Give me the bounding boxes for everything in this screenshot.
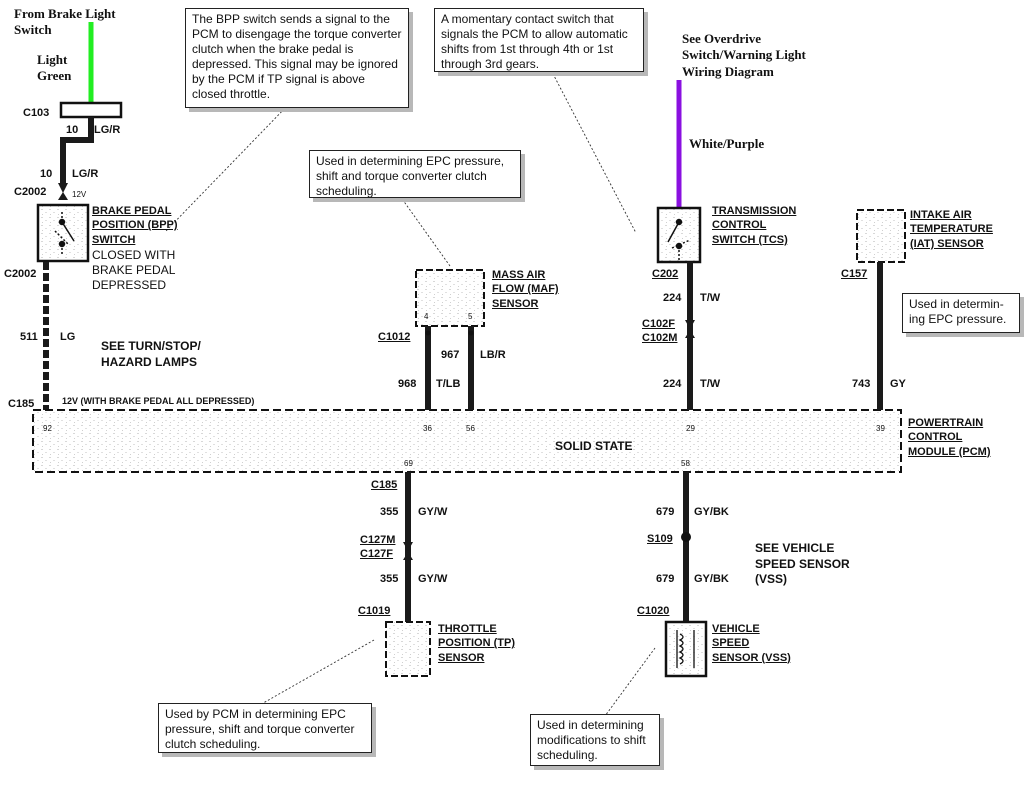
pcm-title: POWERTRAIN CONTROL MODULE (PCM): [908, 417, 991, 458]
connector-c1012: C1012: [378, 331, 411, 343]
voltage-12v: 12V: [72, 190, 87, 199]
maf-title: MASS AIR FLOW (MAF) SENSOR: [492, 269, 559, 310]
pin-56: 56: [466, 424, 475, 433]
wire-679b-color: GY/BK: [694, 573, 729, 585]
sensor-icon: [676, 630, 695, 668]
wire-224b-color: T/W: [700, 378, 721, 390]
wire-967-number: 967: [441, 349, 460, 361]
wire-355a-number: 355: [380, 506, 399, 518]
wire-224a-color: T/W: [700, 292, 721, 304]
switch-icon: [54, 212, 75, 256]
pcm-inner-label: SOLID STATE: [555, 439, 633, 453]
see-vss-label: SEE VEHICLE SPEED SENSOR (VSS): [755, 541, 850, 587]
light-green-label: Light Green: [37, 52, 72, 84]
connector-c185-bottom: C185: [371, 479, 398, 491]
wire-679b-number: 679: [656, 573, 675, 585]
pin-58: 58: [681, 459, 690, 468]
switch-icon: [667, 218, 691, 262]
from-brake-light-label: From Brake Light Switch: [14, 6, 116, 38]
c103-connector: [59, 101, 123, 119]
wire-511-color: LG: [60, 331, 76, 343]
connector-c202: C202: [652, 268, 679, 280]
wire-679a-number: 679: [656, 506, 675, 518]
pin-92: 92: [43, 424, 52, 433]
splice-dot-icon: [681, 532, 691, 542]
tp-title: THROTTLE POSITION (TP) SENSOR: [438, 623, 515, 664]
tp-sensor-box: [385, 621, 431, 677]
voltage-12v-pedal: 12V (WITH BRAKE PEDAL ALL DEPRESSED): [62, 396, 255, 406]
wire-968-number: 968: [398, 378, 417, 390]
see-overdrive-label: See Overdrive Switch/Warning Light Wirin…: [682, 31, 806, 79]
connector-s109: S109: [647, 533, 673, 545]
connector-c103: C103: [23, 107, 50, 119]
see-turn-stop-label: SEE TURN/STOP/ HAZARD LAMPS: [101, 339, 201, 369]
wire-743-number: 743: [852, 378, 871, 390]
vss-sensor-box: [664, 620, 708, 678]
tp-note: Used by PCM in determining EPC pressure,…: [158, 703, 372, 753]
bpp-switch-box: [36, 203, 90, 263]
connector-c102f: C102F: [642, 318, 676, 330]
leader-lines: [164, 69, 656, 717]
connector-c127m: C127M: [360, 534, 396, 546]
c2002-top-pin: [58, 183, 68, 193]
wire-511-number: 511: [20, 331, 38, 343]
wire-355b-color: GY/W: [418, 573, 448, 585]
vss-title: VEHICLE SPEED SENSOR (VSS): [712, 623, 791, 664]
bpp-description: CLOSED WITH BRAKE PEDAL DEPRESSED: [92, 248, 176, 292]
tcs-title: TRANSMISSION CONTROL SWITCH (TCS): [712, 205, 797, 246]
iat-sensor-box: [856, 209, 906, 263]
bpp-title: BRAKE PEDAL POSITION (BPP) SWITCH: [92, 205, 178, 246]
wire-743-color: GY: [890, 378, 906, 390]
wire-10a-color: LG/R: [94, 124, 121, 136]
wire-968-color: T/LB: [436, 378, 461, 390]
vss-note: Used in determining modifications to shi…: [530, 714, 660, 766]
wire-10a-number: 10: [66, 124, 79, 136]
maf-sensor-box: [415, 269, 485, 327]
connector-c2002-top: C2002: [14, 186, 47, 198]
wire-10b-color: LG/R: [72, 168, 99, 180]
iat-note: Used in determin-ing EPC pressure.: [902, 293, 1020, 333]
connector-c127f: C127F: [360, 548, 394, 560]
wire-355b-number: 355: [380, 573, 399, 585]
connector-c157: C157: [841, 268, 868, 280]
pin-29: 29: [686, 424, 695, 433]
connector-c1020: C1020: [637, 605, 670, 617]
white-purple-label: White/Purple: [689, 136, 765, 151]
bpp-note: The BPP switch sends a signal to the PCM…: [185, 8, 409, 108]
pcm-box: [32, 409, 902, 473]
pin-69: 69: [404, 459, 413, 468]
lgr-wire: [60, 117, 94, 183]
c2002-top-socket: [58, 192, 68, 200]
connector-c2002-bottom: C2002: [4, 268, 37, 280]
maf-pin-5: 5: [468, 312, 473, 321]
tcs-switch-box: [656, 206, 702, 264]
pin-39: 39: [876, 424, 885, 433]
wire-355a-color: GY/W: [418, 506, 448, 518]
maf-pin-4: 4: [424, 312, 429, 321]
wire-10b-number: 10: [40, 168, 53, 180]
pin-36: 36: [423, 424, 432, 433]
maf-note: Used in determining EPC pressure, shift …: [309, 150, 521, 198]
tcs-note: A momentary contact switch that signals …: [434, 8, 644, 72]
wire-967-color: LB/R: [480, 349, 506, 361]
wire-224a-number: 224: [663, 292, 682, 304]
wire-679a-color: GY/BK: [694, 506, 729, 518]
connector-c185-left: C185: [8, 398, 35, 410]
connector-c102m: C102M: [642, 332, 678, 344]
wire-224b-number: 224: [663, 378, 682, 390]
iat-title: INTAKE AIR TEMPERATURE (IAT) SENSOR: [910, 209, 993, 250]
connector-c1019: C1019: [358, 605, 391, 617]
